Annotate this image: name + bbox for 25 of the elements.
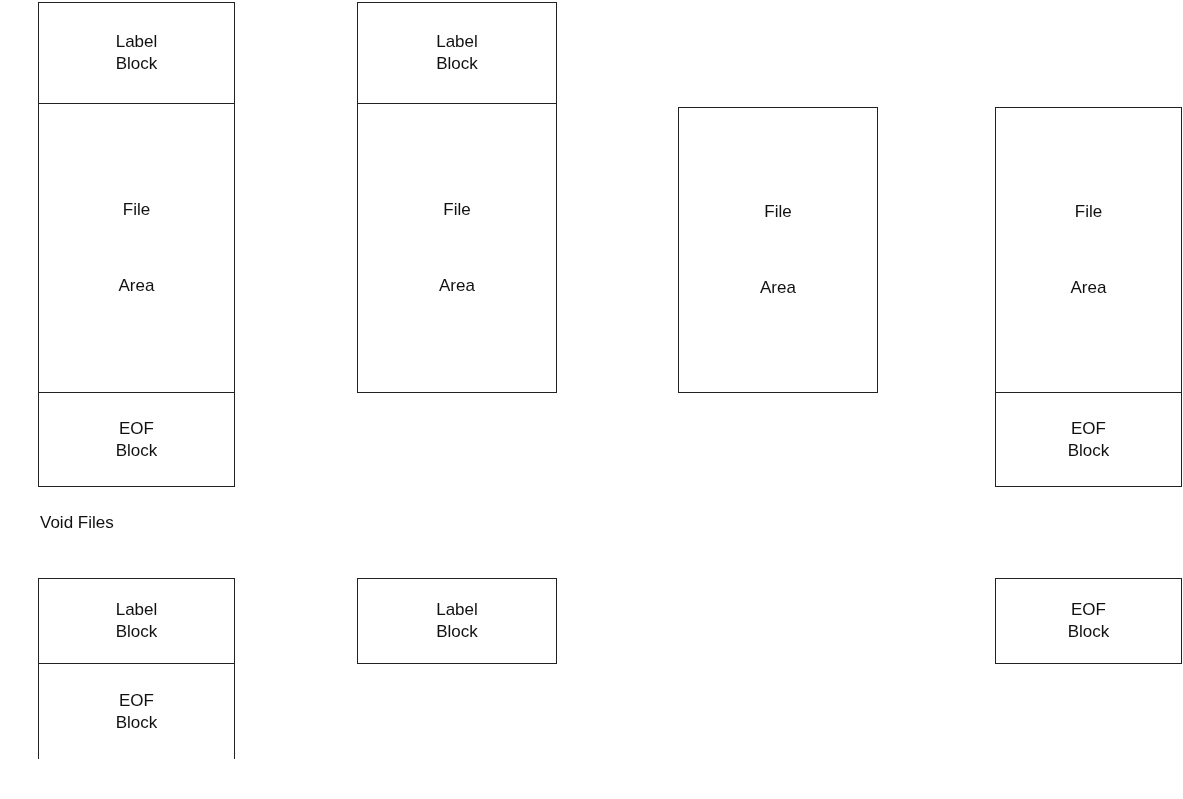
- block-label: EOF Block: [114, 417, 159, 462]
- storage-block: [357, 578, 557, 664]
- file-area-block: [38, 103, 235, 393]
- block-label: Label Block: [114, 599, 159, 643]
- storage-block: [995, 578, 1182, 664]
- block-label: EOF Block: [1066, 417, 1111, 462]
- block-label: File Area: [117, 199, 156, 297]
- storage-block: [357, 2, 557, 104]
- storage-block: [38, 392, 235, 487]
- storage-block: [38, 578, 235, 664]
- block-label: Label Block: [435, 599, 479, 643]
- block-label: Label Block: [435, 31, 479, 75]
- block-label: File Area: [1069, 201, 1108, 299]
- block-label: EOF Block: [114, 689, 159, 734]
- file-area-block: [678, 107, 878, 393]
- storage-block: [38, 2, 235, 104]
- block-label: File Area: [759, 201, 797, 299]
- block-label: File Area: [438, 199, 476, 297]
- storage-block: [995, 392, 1182, 487]
- block-label: Label Block: [114, 31, 159, 75]
- section-heading: Void Files: [40, 513, 114, 533]
- file-area-block: [357, 103, 557, 393]
- file-area-block: [995, 107, 1182, 393]
- block-label: EOF Block: [1066, 599, 1111, 643]
- storage-block: [38, 663, 235, 759]
